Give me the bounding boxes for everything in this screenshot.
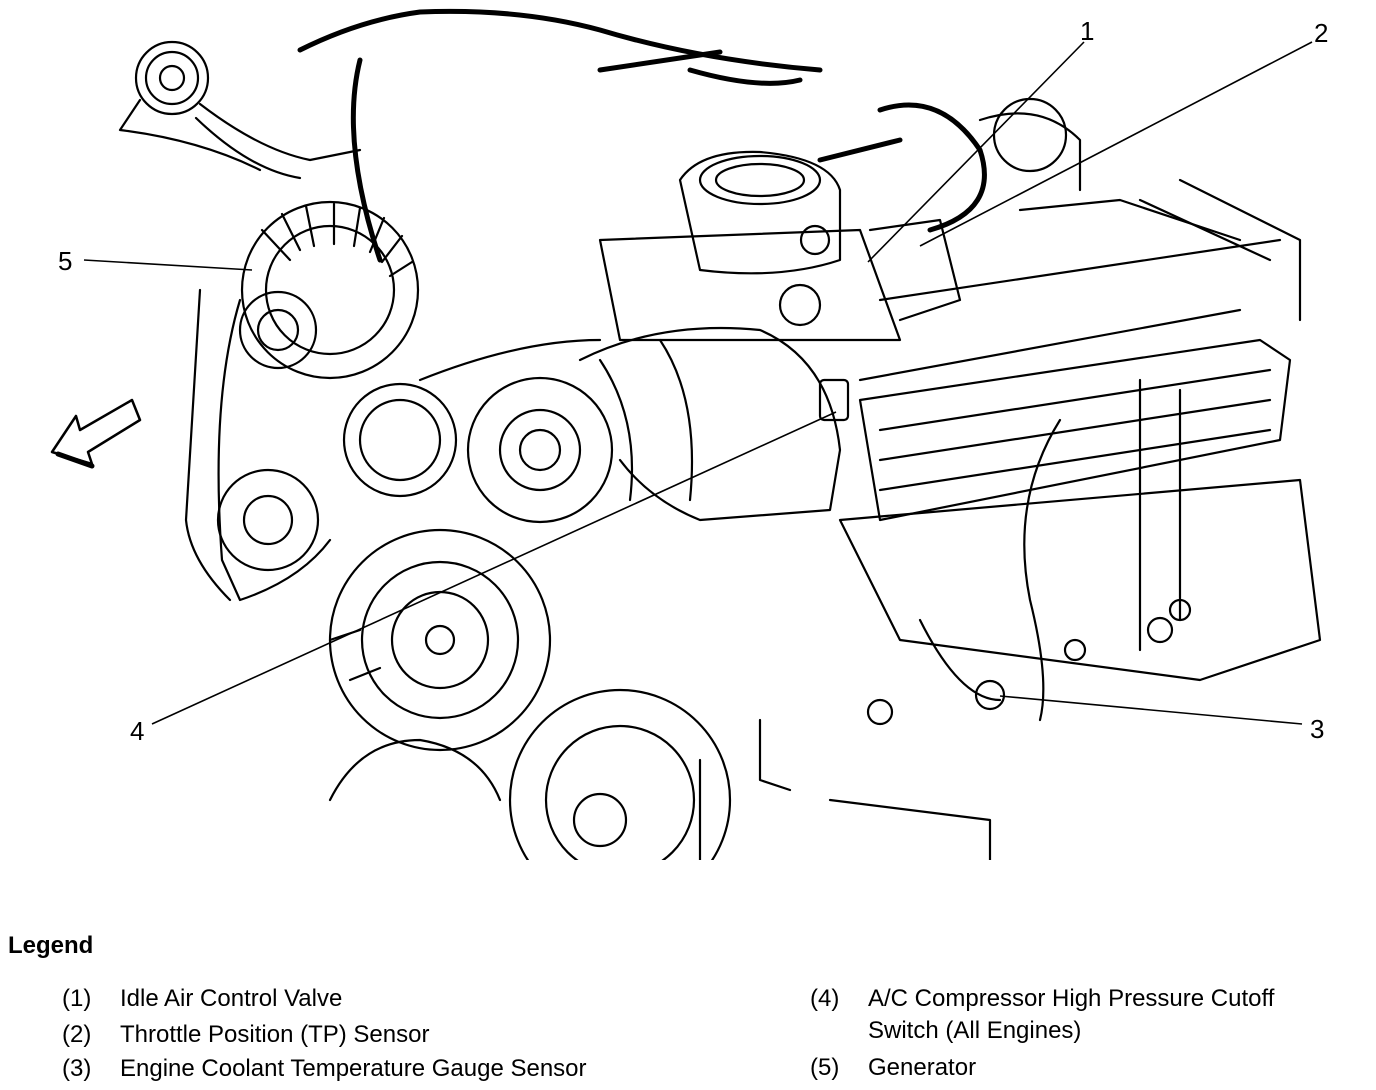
crank-pulley-drawing bbox=[328, 528, 732, 860]
legend-item-3: (3) Engine Coolant Temperature Gauge Sens… bbox=[62, 1053, 587, 1085]
legend-item-number: (2) bbox=[62, 1021, 92, 1048]
accessory-belt-drawing bbox=[184, 288, 602, 602]
wiring-harness-drawing bbox=[297, 8, 987, 263]
legend-item-label: A/C Compressor High Pressure Cutoff Swit… bbox=[868, 985, 1275, 1044]
leader-line-3 bbox=[999, 695, 1303, 725]
front-direction-arrow-icon bbox=[50, 398, 142, 469]
leader-line-2 bbox=[919, 41, 1313, 247]
callout-1: 1 bbox=[1080, 16, 1094, 46]
legend-item-4: (4) A/C Compressor High Pressure Cutoff S… bbox=[810, 983, 1350, 1047]
legend-item-number: (5) bbox=[810, 1054, 840, 1081]
legend-item-number: (3) bbox=[62, 1055, 92, 1082]
generator-drawing bbox=[238, 200, 420, 380]
legend-item-5: (5) Generator bbox=[810, 1052, 976, 1084]
engine-block-drawing bbox=[698, 178, 1322, 860]
radiator-cap-drawing bbox=[118, 40, 362, 180]
legend-item-number: (1) bbox=[62, 985, 92, 1012]
legend-item-label: Generator bbox=[868, 1054, 977, 1081]
legend-item-1: (1) Idle Air Control Valve bbox=[62, 983, 342, 1015]
leader-line-1 bbox=[867, 41, 1085, 263]
leader-line-5 bbox=[83, 259, 253, 271]
legend-title: Legend bbox=[8, 932, 94, 959]
engine-diagram: 1 2 3 4 5 bbox=[50, 8, 1328, 860]
throttle-body-drawing bbox=[598, 97, 1082, 342]
legend-item-label: Idle Air Control Valve bbox=[120, 985, 343, 1012]
leader-line-4 bbox=[151, 411, 837, 725]
ac-compressor-drawing bbox=[466, 326, 850, 524]
legend-item-label: Throttle Position (TP) Sensor bbox=[120, 1021, 430, 1048]
callout-2: 2 bbox=[1314, 18, 1328, 48]
callout-5: 5 bbox=[58, 246, 72, 276]
callout-3: 3 bbox=[1310, 714, 1324, 744]
legend-item-label: Engine Coolant Temperature Gauge Sensor bbox=[120, 1055, 587, 1082]
legend-item-number: (4) bbox=[810, 985, 840, 1012]
legend-item-2: (2) Throttle Position (TP) Sensor bbox=[62, 1019, 429, 1051]
callout-4: 4 bbox=[130, 716, 144, 746]
